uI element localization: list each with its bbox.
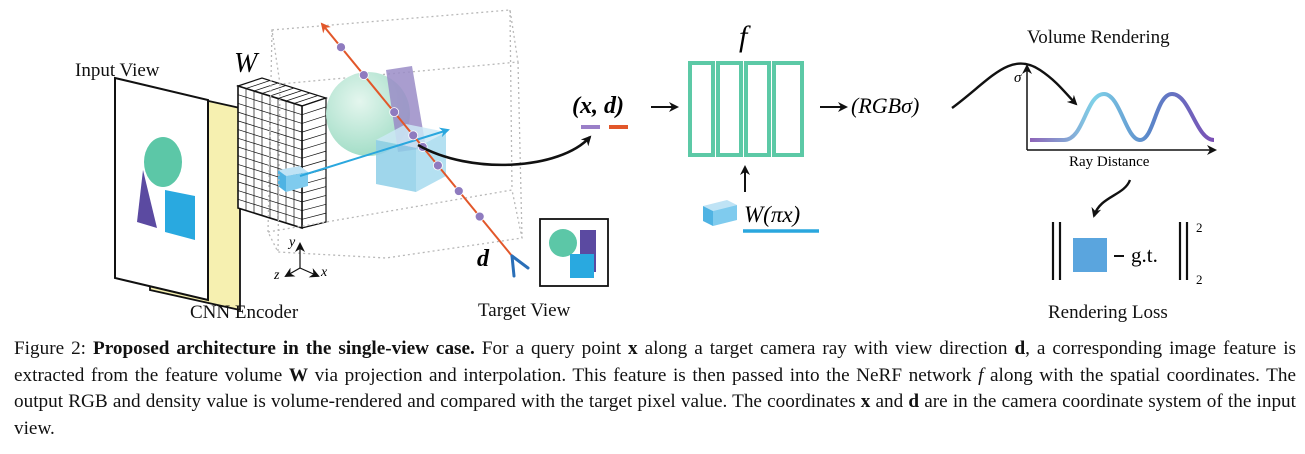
grid-line bbox=[237, 94, 303, 116]
grid-line bbox=[237, 181, 303, 203]
grid-line bbox=[301, 133, 327, 142]
ray-distance-label: Ray Distance bbox=[1069, 154, 1150, 170]
caption-math-f: f bbox=[978, 364, 984, 386]
output-to-render-arrow bbox=[951, 62, 1078, 109]
axis-z-label: z bbox=[273, 268, 280, 283]
rgb-sigma-label: (RGBσ) bbox=[851, 93, 919, 118]
nerf-network bbox=[688, 61, 804, 157]
grid-line bbox=[301, 212, 327, 220]
target-view-label: Target View bbox=[478, 300, 571, 321]
caption-math-w: W bbox=[288, 364, 308, 386]
d-symbol-label: d bbox=[477, 246, 490, 272]
caption-math-x2: x bbox=[860, 391, 871, 412]
rendered-pixel-square bbox=[1073, 238, 1107, 272]
norm-superscript: 2 bbox=[1196, 220, 1203, 235]
caption-seg-0: For a query point bbox=[481, 338, 629, 359]
grid-line bbox=[301, 106, 327, 116]
feature-volume-grid bbox=[236, 77, 328, 230]
axis-y-label: y bbox=[287, 235, 296, 250]
query-to-input-arrow bbox=[417, 135, 592, 167]
rendering-loss-formula: g.t. 2 2 bbox=[1051, 220, 1203, 287]
volume-rendering-label: Volume Rendering bbox=[1027, 27, 1170, 48]
axis-x-label: x bbox=[320, 265, 328, 280]
grid-line bbox=[285, 92, 311, 102]
grid-line bbox=[301, 186, 327, 194]
figure-label: Figure 2: bbox=[14, 338, 87, 359]
xd-tuple-label: (x, d) bbox=[572, 93, 624, 119]
ray-sample-point bbox=[358, 70, 369, 80]
caption-math-d: d bbox=[1014, 338, 1026, 359]
grid-line bbox=[301, 115, 327, 124]
grid-line bbox=[301, 124, 327, 133]
figure-caption: Figure 2: Proposed architecture in the s… bbox=[14, 336, 1296, 442]
purple-triangle-shape bbox=[137, 170, 157, 228]
caption-seg-10: and bbox=[870, 391, 909, 412]
grid-line bbox=[237, 129, 303, 150]
caption-title: Proposed architecture in the single-view… bbox=[93, 338, 475, 359]
grid-line bbox=[261, 85, 287, 94]
volume-rendering-plot: σ Ray Distance bbox=[1014, 64, 1217, 170]
blue-square-shape bbox=[165, 190, 195, 240]
w-symbol-label: W bbox=[234, 48, 260, 79]
feature-cube-icon bbox=[703, 200, 737, 226]
ray-sample-points bbox=[336, 42, 485, 222]
caption-seg-4: , a corresponding image feature is extra… bbox=[14, 338, 1297, 386]
grid-line bbox=[301, 150, 327, 159]
target-view-image bbox=[539, 218, 609, 287]
camera-icon bbox=[510, 254, 530, 278]
grid-line bbox=[253, 82, 279, 92]
norm-subscript: 2 bbox=[1196, 272, 1203, 287]
input-view-label: Input View bbox=[75, 60, 160, 81]
caption-seg-6: via projection and interpolation. This f… bbox=[308, 364, 979, 386]
density-curve bbox=[1030, 91, 1215, 143]
axis-glyph bbox=[284, 242, 320, 278]
caption-math-x: x bbox=[628, 338, 638, 359]
gt-label: g.t. bbox=[1131, 243, 1158, 267]
cnn-encoder-label: CNN Encoder bbox=[190, 302, 299, 323]
architecture-diagram: Input View W CNN Encoder y z x d Target … bbox=[75, 9, 1217, 323]
grid-line bbox=[245, 80, 271, 89]
grid-line bbox=[237, 137, 303, 159]
render-to-loss-arrow bbox=[1091, 179, 1132, 218]
grid-line bbox=[293, 95, 319, 104]
grid-line bbox=[277, 90, 303, 99]
ray-sample-point bbox=[453, 186, 464, 196]
w-pi-x-label: W(πx) bbox=[744, 202, 800, 227]
ray-sample-point bbox=[389, 107, 400, 118]
grid-line bbox=[269, 87, 295, 97]
projection-ray bbox=[299, 127, 450, 177]
ray-sample-point bbox=[474, 211, 485, 222]
caption-seg-8: along with the spatial coordinates. The … bbox=[14, 364, 1296, 413]
feature-cube-in-grid bbox=[278, 166, 308, 192]
ray-sample-point bbox=[336, 42, 346, 53]
caption-seg-12: are in the camera coordinate system of t… bbox=[14, 391, 1296, 439]
grid-line bbox=[301, 203, 327, 211]
scene-bounding-box bbox=[267, 9, 523, 259]
sigma-label: σ bbox=[1014, 70, 1022, 86]
grid-line bbox=[237, 190, 303, 211]
ray-sample-point bbox=[408, 130, 419, 141]
caption-math-d2: d bbox=[908, 391, 920, 412]
grid-line bbox=[237, 198, 303, 220]
grid-line bbox=[237, 146, 303, 168]
ray-sample-point bbox=[432, 160, 443, 171]
grid-line bbox=[301, 195, 327, 203]
grid-line bbox=[237, 111, 303, 133]
input-view-image bbox=[114, 76, 241, 312]
grid-line bbox=[301, 159, 327, 168]
rendering-loss-label: Rendering Loss bbox=[1048, 302, 1168, 323]
f-symbol-label: f bbox=[739, 20, 751, 53]
caption-seg-2: along a target camera ray with view dire… bbox=[637, 338, 1015, 359]
grid-line bbox=[237, 103, 303, 124]
teal-ellipse-shape bbox=[144, 137, 182, 187]
grid-line bbox=[301, 141, 327, 150]
